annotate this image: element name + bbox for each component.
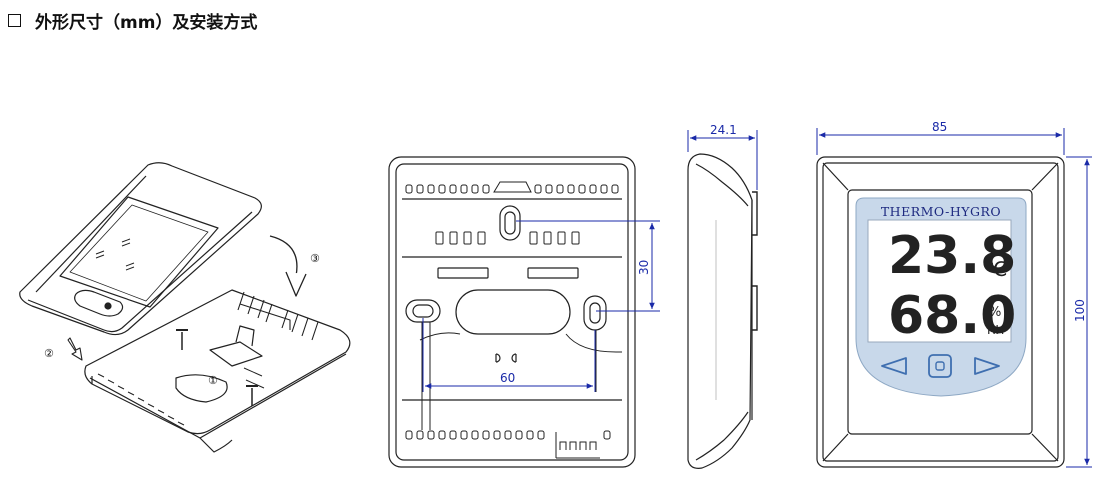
- heading-title: 外形尺寸（mm）及安装方式: [35, 12, 258, 33]
- rear-view: [388, 156, 636, 468]
- right-arrow-button[interactable]: [974, 357, 1000, 375]
- rear-top-vents: [405, 181, 619, 194]
- humidity-label: RH: [987, 323, 1004, 337]
- step-3-marker: ③: [310, 252, 320, 265]
- front-dimension-lines: [816, 128, 1092, 468]
- dimension-depth: 24.1: [710, 123, 737, 137]
- temperature-reading: 23.8: [888, 226, 1016, 286]
- display-brand: THERMO-HYGRO: [881, 204, 1001, 219]
- dimension-hole-vertical: 30: [637, 260, 651, 275]
- left-arrow-button[interactable]: [881, 357, 907, 375]
- temperature-unit: ℃: [985, 257, 1007, 281]
- step-3-arrow-head: [285, 271, 307, 297]
- checkbox-square-icon: [8, 13, 21, 27]
- rear-terminal-pins: [435, 231, 580, 245]
- step-3-arrow: [269, 235, 298, 277]
- center-button-dot: [935, 361, 945, 371]
- step-2-marker: ②: [44, 347, 54, 360]
- humidity-reading: 68.0: [888, 286, 1016, 346]
- rear-bottom-vents: [405, 430, 611, 459]
- side-dimension-lines: [687, 130, 758, 190]
- rear-top-mounting-hole: [499, 205, 521, 241]
- lcd-screen: [867, 219, 1012, 343]
- rear-center-recess: [455, 289, 571, 335]
- front-cover: [19, 162, 262, 336]
- back-base: [84, 289, 351, 453]
- step-1-marker: ①: [208, 374, 218, 387]
- installation-isometric-view: [19, 162, 351, 453]
- center-button[interactable]: [928, 354, 952, 378]
- dimension-hole-horizontal: 60: [500, 371, 515, 385]
- humidity-unit: %: [989, 305, 1001, 320]
- dimension-width: 85: [932, 120, 947, 134]
- section-heading: 外形尺寸（mm）及安装方式: [8, 6, 257, 34]
- rear-dimension-lines: [422, 220, 660, 392]
- dimension-height: 100: [1073, 299, 1087, 322]
- step-2-arrow: [67, 337, 83, 361]
- side-view: [687, 153, 758, 469]
